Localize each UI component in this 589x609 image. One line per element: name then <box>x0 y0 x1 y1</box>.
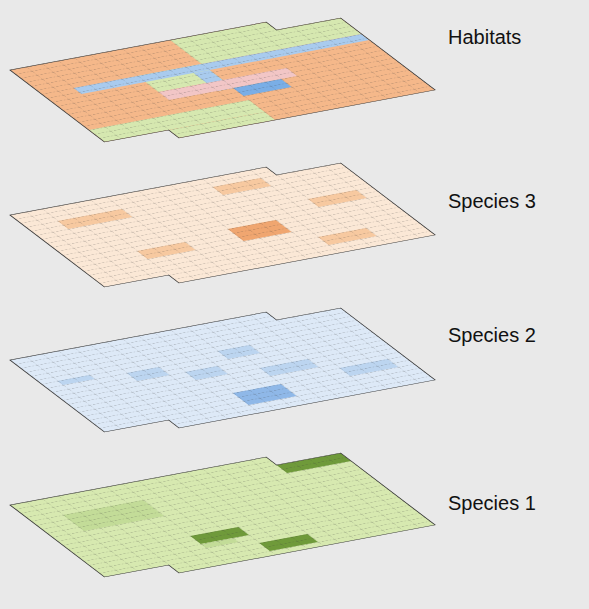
layer-ground <box>10 300 435 440</box>
grid-lines <box>10 445 435 585</box>
grid-lines <box>10 10 435 150</box>
layer-outline <box>10 155 435 295</box>
grid-lines <box>10 300 435 440</box>
map-layer <box>10 155 435 295</box>
map-layer <box>10 10 435 150</box>
grid-lines <box>10 155 435 295</box>
layer-outline <box>10 10 435 150</box>
layer-ground <box>10 155 435 295</box>
layer-outline <box>10 445 435 585</box>
layer-label: Species 2 <box>448 324 536 347</box>
layer-label: Habitats <box>448 26 521 49</box>
layer-ground <box>10 10 435 150</box>
map-layer <box>10 445 435 585</box>
layer-label: Species 3 <box>448 190 536 213</box>
layer-patches <box>10 10 435 150</box>
layer-ground <box>10 445 435 585</box>
layer-label: Species 1 <box>448 492 536 515</box>
map-layer <box>10 300 435 440</box>
layer-outline <box>10 300 435 440</box>
